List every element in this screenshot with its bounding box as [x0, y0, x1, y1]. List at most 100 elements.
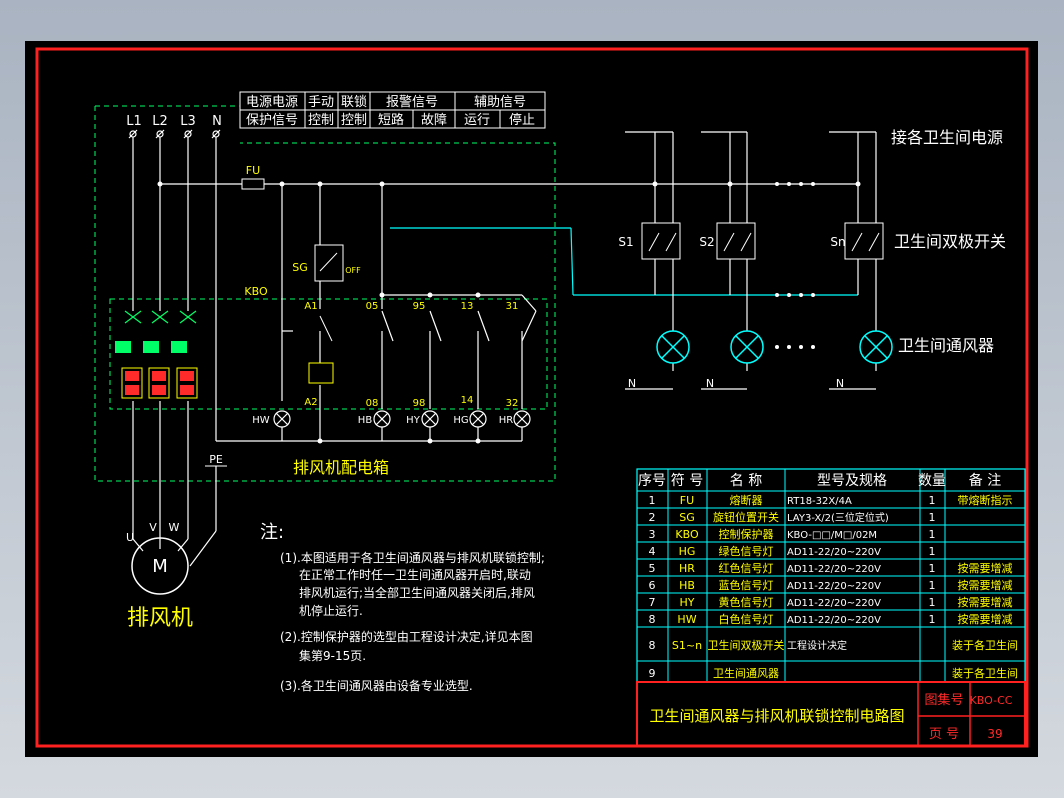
switch-sn-label: Sn: [830, 235, 845, 249]
parts-cell-7-0: 8: [649, 613, 656, 626]
switch-s2-label: S2: [699, 235, 714, 249]
parts-cell-8-1: S1~n: [672, 639, 702, 652]
parts-cell-3-4: 1: [929, 545, 936, 558]
interlock-wires: [390, 227, 858, 296]
parts-cell-8-3: 工程设计决定: [787, 639, 847, 652]
parts-cell-7-3: AD11-22/20~220V: [787, 615, 881, 626]
terminal-08: 08: [366, 398, 379, 409]
fan-description: 卫生间通风器: [898, 336, 994, 355]
bathroom-switches: [641, 222, 884, 260]
parts-cell-7-1: HW: [677, 613, 696, 626]
parts-cell-8-2: 卫生间双极开关: [708, 638, 785, 652]
kbo-label: KBO: [244, 285, 268, 298]
parts-cell-6-2: 黄色信号灯: [719, 595, 774, 609]
lamp-hw: HW: [252, 415, 270, 426]
motor-label: 排风机: [127, 606, 193, 631]
motor-terminal-w: W: [169, 521, 180, 534]
parts-cell-9-0: 9: [649, 667, 656, 680]
parts-cell-9-2: 卫生间通风器: [713, 666, 779, 680]
sig-protect: 保护信号: [246, 113, 298, 128]
terminal-13: 13: [461, 301, 474, 312]
notes-line-3: 排风机运行;当全部卫生间通风器关闭后,排风: [299, 585, 535, 600]
atlas-value: KBO-CC: [970, 694, 1013, 707]
motor-symbol: M: [152, 556, 168, 577]
phase-l2: L2: [152, 114, 168, 129]
fan1-neutral: N: [628, 377, 636, 390]
drawing-frame: [35, 47, 1029, 748]
parts-header-3: 型号及规格: [817, 473, 887, 489]
terminal-a2: A2: [304, 397, 317, 408]
parts-cell-5-0: 6: [649, 579, 656, 592]
distribution-box-outline: [94, 105, 556, 482]
signal-table: [239, 91, 546, 129]
sig-h-aux: 辅助信号: [474, 95, 526, 110]
sig-control2: 控制: [341, 113, 367, 128]
sig-fault: 故障: [421, 113, 447, 128]
sig-short: 短路: [378, 112, 404, 128]
phase-l1: L1: [126, 114, 142, 129]
terminal-a1: A1: [304, 301, 317, 312]
signal-lamps: [273, 410, 531, 441]
lamp-hr: HR: [499, 415, 514, 426]
parts-cell-2-0: 3: [649, 528, 656, 541]
control-wires: [281, 184, 537, 441]
bathroom-fans: [656, 330, 893, 364]
selector-label: SG: [292, 261, 308, 274]
motor-terminal-v: V: [149, 521, 157, 534]
bus-ellipsis: [775, 182, 815, 349]
terminal-31: 31: [506, 301, 519, 312]
parts-cell-6-0: 7: [649, 596, 656, 609]
parts-cell-0-2: 熔断器: [730, 493, 763, 507]
title-block: [636, 681, 1026, 747]
pe-label: PE: [209, 453, 223, 466]
parts-cell-4-5: 按需要增减: [958, 561, 1013, 575]
parts-cell-0-5: 带熔断指示: [958, 493, 1013, 507]
motor-terminal-u: U: [126, 531, 134, 544]
page-label: 页 号: [929, 727, 959, 742]
parts-cell-2-2: 控制保护器: [719, 527, 774, 541]
parts-cell-7-4: 1: [929, 613, 936, 626]
parts-header-4: 数量: [918, 473, 946, 489]
sig-run: 运行: [464, 113, 490, 128]
parts-cell-2-1: KBO: [675, 528, 699, 541]
parts-cell-5-5: 按需要增减: [958, 578, 1013, 592]
selector-sg: [314, 244, 344, 282]
exhaust-fan-motor: M: [131, 537, 189, 595]
drawing-title: 卫生间通风器与排风机联锁控制电路图: [649, 707, 904, 725]
terminal-95: 95: [413, 301, 426, 312]
sig-h-alarm: 报警信号: [386, 94, 438, 110]
notes-title: 注:: [260, 522, 284, 543]
notes-line-7: (3).各卫生间通风器由设备专业选型.: [280, 678, 473, 693]
parts-cell-1-0: 2: [649, 511, 656, 524]
parts-cell-1-2: 旋钮位置开关: [713, 510, 779, 524]
sig-h-power: 电源电源: [246, 95, 298, 110]
notes-line-5: (2).控制保护器的选型由工程设计决定,详见本图: [280, 629, 533, 644]
parts-header-2: 名 称: [730, 473, 762, 489]
fan2-neutral: N: [706, 377, 714, 390]
notes-line-1: (1).本图适用于各卫生间通风器与排风机联锁控制;: [280, 550, 545, 565]
notes-line-4: 机停止运行.: [299, 603, 363, 618]
parts-cell-5-2: 蓝色信号灯: [719, 578, 774, 592]
notes: 注: (1).本图适用于各卫生间通风器与排风机联锁控制; 在正常工作时任一卫生间…: [260, 522, 545, 693]
box-label: 排风机配电箱: [293, 458, 389, 477]
cad-viewport[interactable]: 电源电源 手动 联锁 报警信号 辅助信号 保护信号 控制 控制 短路 故障 运行…: [25, 41, 1038, 757]
terminal-14: 14: [461, 395, 474, 406]
parts-cell-1-1: SG: [679, 511, 695, 524]
parts-header-1: 符 号: [671, 473, 703, 489]
notes-line-6: 集第9-15页.: [299, 648, 366, 663]
parts-cell-6-4: 1: [929, 596, 936, 609]
parts-cell-6-1: HY: [680, 596, 695, 609]
parts-cell-5-1: HB: [679, 579, 695, 592]
parts-cell-4-2: 红色信号灯: [719, 561, 774, 575]
kbo-coil: [308, 362, 334, 384]
parts-cell-0-4: 1: [929, 494, 936, 507]
parts-cell-4-1: HR: [679, 562, 695, 575]
parts-cell-3-0: 4: [649, 545, 656, 558]
lamp-hg: HG: [453, 415, 468, 426]
fan3-neutral: N: [836, 377, 844, 390]
sig-h-interlock: 联锁: [341, 94, 367, 110]
parts-cell-5-4: 1: [929, 579, 936, 592]
parts-cell-8-5: 装于各卫生间: [952, 638, 1018, 652]
parts-cell-6-3: AD11-22/20~220V: [787, 598, 881, 609]
sig-control1: 控制: [308, 113, 334, 128]
